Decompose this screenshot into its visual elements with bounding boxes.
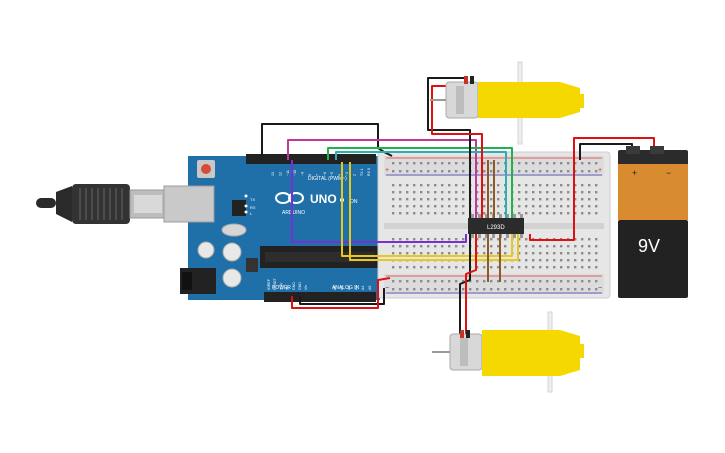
wire-teal-pin5 [335, 151, 507, 218]
pin-label: ~10 [293, 170, 297, 176]
power-analog-header [264, 292, 376, 302]
power-header-label: POWER [272, 285, 291, 291]
pin-label: RESET [273, 277, 277, 290]
pin-label: 8 [308, 174, 312, 176]
tx-led-label: TX [250, 197, 255, 202]
ic-pin [520, 214, 523, 218]
ic-pin [513, 214, 516, 218]
wire-yellow-pin4 [341, 162, 513, 257]
arduino-brand-text: ARDUINO [282, 210, 305, 216]
pin-label: 3.3V [279, 282, 283, 290]
rx-led-label: RX [250, 205, 256, 210]
wire-red-motor1 [431, 85, 483, 218]
battery-plus-label: + [632, 168, 637, 178]
wire-red-arduino-5v [291, 277, 391, 309]
analog-header-label: ANALOG IN [332, 285, 360, 291]
pin-label: ~3 [345, 172, 349, 176]
ic-pin [478, 214, 481, 218]
battery-9v: + − 9V [618, 146, 688, 298]
wire-yellow-pin3 [349, 162, 519, 261]
pin-label: A3 [354, 286, 358, 290]
wire-red-motor2 [465, 234, 477, 336]
wire-magenta-pin9 [287, 139, 477, 218]
dc-motor-top [430, 61, 584, 145]
pin-label: GND [292, 282, 296, 290]
ic-pin [492, 234, 495, 238]
l293d-label: L293D [487, 225, 505, 231]
pin-label: A2 [347, 286, 351, 290]
on-led-label: ON [350, 199, 358, 205]
wires [261, 77, 655, 336]
ic-pin [485, 234, 488, 238]
reset-button[interactable] [201, 164, 211, 174]
rail-minus-label-left: − [385, 285, 389, 292]
pin-label: 4 [338, 174, 342, 176]
pin-label: A4 [361, 286, 365, 290]
digital-header [246, 154, 376, 164]
usb-cable [36, 184, 167, 224]
ic-pin [506, 214, 509, 218]
rail-plus-label-left: + [385, 167, 389, 174]
wire-black-motor1 [427, 77, 471, 218]
pin-label: 5V [286, 285, 290, 290]
pin-label: 13 [271, 172, 275, 176]
pin-label: GND [298, 282, 302, 290]
pin-label: ~9 [301, 172, 305, 176]
ic-pin [499, 214, 502, 218]
arduino-logo [275, 192, 304, 204]
pin-label: A5 [368, 286, 372, 290]
ic-pin [471, 234, 474, 238]
wire-green-pin6 [327, 147, 513, 218]
pin-label: ~6 [323, 172, 327, 176]
pin-label: 7 [315, 174, 319, 176]
pin-label: A0 [333, 286, 337, 290]
ic-pin [513, 234, 516, 238]
wire-black-arduino-gnd [299, 288, 385, 305]
pin-label: 2 [352, 174, 356, 176]
dc-motor-bottom [432, 311, 584, 393]
ic-pin [471, 214, 474, 218]
arduino-model-text: UNO [310, 192, 337, 206]
pin-label: ~5 [330, 172, 334, 176]
battery-minus-label: − [666, 168, 671, 178]
rail-minus-label-right: − [598, 285, 602, 292]
pin-label: IOREF [267, 278, 271, 290]
pin-label: RX 0 [367, 168, 371, 176]
pin-label: A1 [340, 286, 344, 290]
pin-label: ~11 [286, 170, 290, 176]
arduino-uno-board: ARDUINO UNO DIGITAL (PWM~) POWER ANALOG … [163, 154, 380, 302]
ic-pin [485, 214, 488, 218]
ic-pin [520, 234, 523, 238]
wire-red-battery [529, 137, 655, 241]
wire-purple-pin10 [291, 160, 467, 243]
pin-label: Vin [304, 285, 308, 290]
battery-voltage-label: 9V [638, 236, 660, 256]
pin-label: TX 1 [360, 168, 364, 176]
rail-plus-label-right: + [598, 167, 602, 174]
ic-pin [478, 234, 481, 238]
l-led-label: L [250, 211, 253, 216]
digital-header-label: DIGITAL (PWM~) [308, 176, 347, 182]
pin-label: 12 [278, 172, 282, 176]
ic-pin [506, 234, 509, 238]
